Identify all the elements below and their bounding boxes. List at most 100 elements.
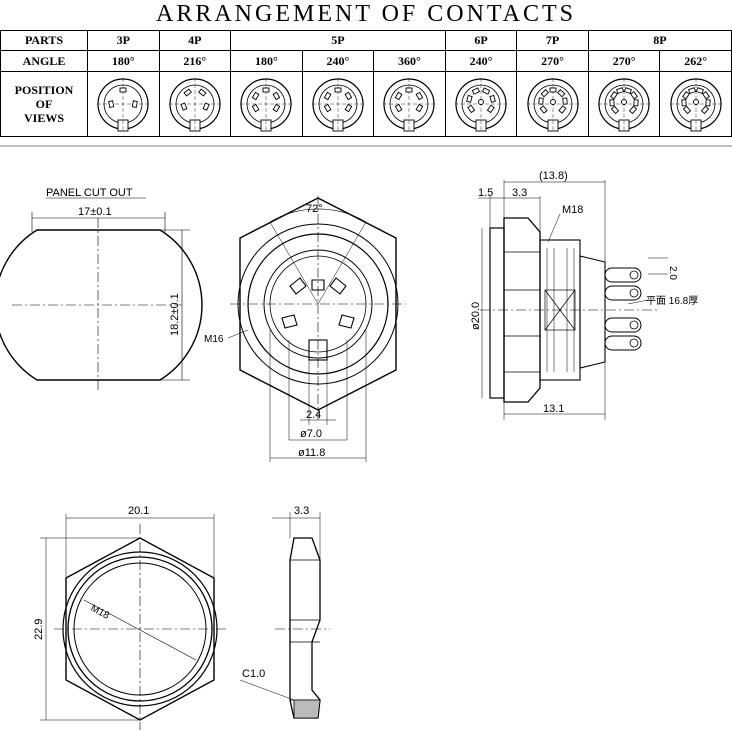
contact-diagram bbox=[383, 78, 436, 132]
contact-pin bbox=[252, 91, 260, 101]
contact-view-cell bbox=[444, 71, 518, 137]
nut-thread-label: M18 bbox=[89, 603, 112, 622]
angle-cell: 262° bbox=[659, 50, 732, 72]
contact-view-cell bbox=[301, 71, 375, 137]
contact-pin bbox=[272, 103, 281, 113]
contact-pin bbox=[416, 91, 424, 101]
views-row: POSITION OF VIEWS bbox=[0, 71, 732, 137]
contact-pin bbox=[132, 100, 139, 108]
contact-pin bbox=[561, 97, 568, 105]
contact-diagram bbox=[240, 78, 293, 132]
parts-cell: 6P bbox=[444, 30, 518, 51]
contact-diagram bbox=[97, 78, 150, 132]
contact-pin bbox=[471, 87, 481, 95]
contact-pin bbox=[395, 103, 403, 113]
contact-pin bbox=[197, 88, 207, 97]
contact-pin bbox=[633, 99, 639, 107]
contact-pin bbox=[323, 91, 332, 101]
front-dim-small: 2.4 bbox=[306, 409, 321, 421]
views-header-line: OF bbox=[35, 97, 53, 111]
contact-pin bbox=[539, 105, 548, 114]
side-pitch-dim: 2.0 bbox=[667, 266, 678, 280]
contact-pin bbox=[406, 87, 413, 93]
contact-pin bbox=[549, 87, 556, 93]
contact-pin bbox=[537, 97, 544, 105]
side-flange-dim: 1.5 bbox=[478, 187, 493, 199]
contact-pin bbox=[681, 91, 690, 100]
contact-pin bbox=[682, 105, 691, 115]
panel-width-dim: 17±0.1 bbox=[78, 206, 112, 218]
contact-view-cell bbox=[158, 71, 232, 137]
contact-view-cell bbox=[587, 71, 661, 137]
contact-pin bbox=[630, 91, 639, 100]
side-length-dim: 13.1 bbox=[543, 403, 564, 415]
contact-pin bbox=[540, 89, 549, 98]
contact-pin bbox=[609, 99, 615, 107]
contact-diagram bbox=[168, 78, 221, 132]
contact-pin bbox=[486, 104, 495, 114]
contact-view-cell bbox=[87, 71, 160, 137]
side-thread-label: M18 bbox=[562, 204, 583, 216]
side-nut-dim: 3.3 bbox=[512, 187, 527, 199]
views-header: POSITION OF VIEWS bbox=[0, 71, 88, 137]
contact-pin bbox=[334, 87, 342, 93]
nut-height-dim: 22.9 bbox=[33, 619, 45, 640]
contact-pin bbox=[481, 87, 491, 95]
views-header-line: POSITION bbox=[14, 83, 74, 97]
front-dim-large: ø11.8 bbox=[298, 447, 325, 459]
contact-diagram bbox=[455, 78, 507, 132]
nut-side-drawing bbox=[239, 512, 330, 719]
contact-pin bbox=[183, 88, 192, 97]
contact-pin bbox=[610, 91, 619, 100]
contact-pin bbox=[687, 87, 696, 95]
side-flat-note: 平面 16.8厚 bbox=[646, 295, 698, 307]
contact-pin bbox=[557, 105, 567, 114]
contact-pin bbox=[556, 89, 565, 98]
contact-pin bbox=[180, 102, 188, 111]
panel-height-dim: 18.2±0.1 bbox=[169, 293, 181, 336]
contact-view-cell bbox=[373, 71, 446, 137]
contact-pin bbox=[108, 100, 115, 108]
contact-pin bbox=[695, 87, 704, 95]
panel-cutout-heading: PANEL CUT OUT bbox=[46, 187, 133, 199]
contact-pin bbox=[610, 105, 620, 115]
nut-chamfer-label: C1.0 bbox=[242, 668, 265, 680]
page-title: ARRANGEMENT OF CONTACTS bbox=[156, 1, 576, 27]
contact-pin bbox=[119, 87, 127, 93]
contact-pin bbox=[262, 87, 270, 93]
contact-pin bbox=[395, 91, 403, 101]
side-view-drawing bbox=[478, 180, 668, 420]
side-overall-dim: (13.8) bbox=[539, 170, 568, 182]
angle-cell: 240° bbox=[301, 50, 375, 72]
nut-width-dim: 20.1 bbox=[128, 505, 149, 517]
front-dim-mid: ø7.0 bbox=[300, 428, 322, 440]
contact-pin bbox=[344, 103, 353, 113]
front-thread-label: M16 bbox=[204, 334, 224, 345]
front-angle-dim: 72° bbox=[306, 203, 323, 215]
contact-view-cell bbox=[659, 71, 732, 137]
contact-pin bbox=[681, 99, 687, 107]
contact-pin bbox=[416, 103, 424, 113]
contact-pin bbox=[701, 91, 710, 100]
panel-cutout-drawing bbox=[0, 212, 203, 392]
contact-diagram bbox=[526, 78, 579, 132]
contact-pin bbox=[623, 87, 633, 95]
contact-pin bbox=[323, 103, 332, 113]
contact-pin bbox=[467, 104, 476, 114]
contact-pin bbox=[705, 99, 711, 107]
nut-thickness-dim: 3.3 bbox=[294, 505, 309, 517]
contact-pin bbox=[272, 91, 281, 101]
contact-pin bbox=[700, 105, 709, 115]
contact-diagram bbox=[311, 78, 364, 132]
nut-view-drawing bbox=[40, 514, 226, 730]
contact-pin bbox=[628, 105, 638, 115]
contact-pin bbox=[202, 102, 210, 111]
contact-pin bbox=[616, 87, 625, 95]
views-header-line: VIEWS bbox=[23, 111, 64, 125]
contact-pin bbox=[252, 103, 260, 113]
side-diameter-dim: ø20.0 bbox=[470, 302, 482, 330]
contact-diagram bbox=[598, 78, 651, 132]
